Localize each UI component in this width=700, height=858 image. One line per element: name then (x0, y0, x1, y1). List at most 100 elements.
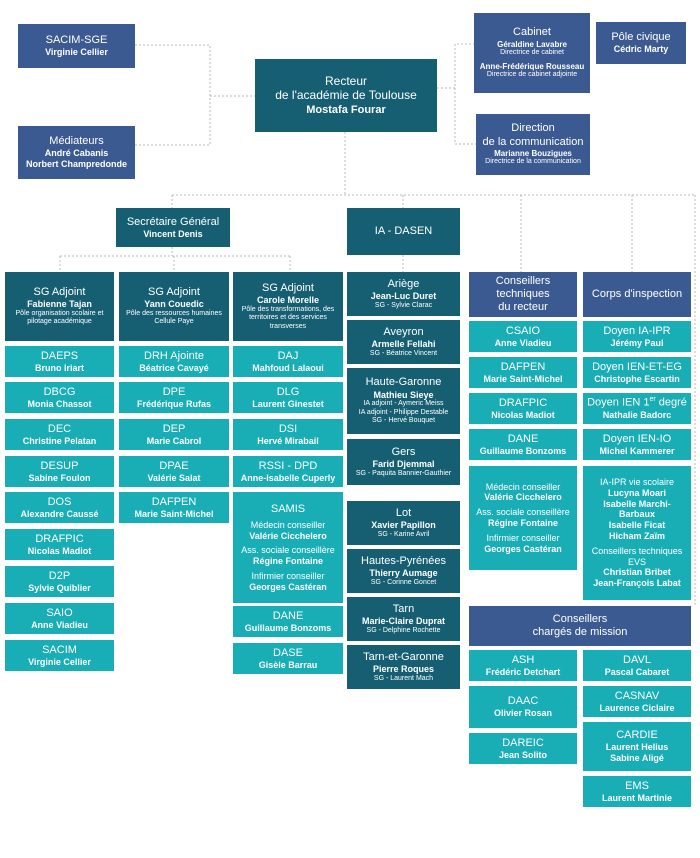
list-item-title: Doyen IA-IPR (603, 324, 671, 337)
list-item-title: DESUP (40, 459, 79, 472)
list-item: DBCG Monia Chassot (5, 382, 114, 413)
list-item-title: DOS (47, 495, 72, 508)
list-item-name: Michel Kammerer (599, 445, 675, 456)
list-item: DEC Christine Pelatan (5, 419, 114, 450)
charges-mission-box: Conseillers chargés de mission (469, 606, 691, 646)
departement-name: Pierre Roques (372, 664, 435, 674)
sacim-sge-name: Virginie Cellier (45, 47, 108, 58)
conseillers-techniques-title-3: du recteur (498, 301, 548, 314)
list-item-name: Laurence Ciclaire (599, 702, 675, 713)
departement-line: IA adjoint - Aymeric Meiss (363, 400, 444, 408)
cabinet-box: Cabinet Géraldine Lavabre Directrice de … (474, 13, 590, 93)
cabinet-role-1: Directrice de cabinet (500, 49, 564, 57)
sante-role-3: Infirmier conseiller (486, 532, 560, 543)
sacim-sge-title: SACIM-SGE (45, 34, 108, 46)
sante-box: Médecin conseiller Valérie Cicchelero As… (469, 466, 577, 570)
samis-role-2: Ass. sociale conseillère (241, 545, 335, 556)
departement-aveyron: Aveyron Armelle Fellahi SG - Béatrice Vi… (347, 320, 460, 364)
list-item-title: DAAC (507, 695, 539, 707)
ia-dasen-title: IA - DASEN (374, 224, 433, 237)
conseillers-techniques-box: Conseillers techniques du recteur (469, 272, 577, 317)
list-item-title: DRAFPIC (498, 396, 548, 409)
list-item-name: Bruno Iriart (34, 362, 84, 373)
vie-scolaire-box: IA-IPR vie scolaire Lucyna Moari Isabell… (583, 466, 691, 600)
departement-title: Hautes-Pyrénées (361, 554, 446, 567)
list-item: Doyen IEN 1er degré Nathalie Badorc (583, 393, 691, 424)
list-item: DASE Gisèle Barrau (233, 643, 343, 674)
communication-title-1: Direction (511, 122, 555, 135)
list-item-name: Christophe Escartin (594, 373, 680, 384)
list-item-title: DAJ (277, 349, 299, 362)
list-item-name: Anne Viadieu (31, 619, 88, 630)
sg-adjoint-title: SG Adjoint (148, 286, 200, 299)
list-item-title: DANE (507, 432, 539, 445)
list-item-title: SAIO (46, 606, 73, 619)
charges-mission-title-2: chargés de mission (532, 626, 628, 638)
list-item: Doyen IEN-IO Michel Kammerer (583, 429, 691, 460)
departement-line: SG - Corinne Goncet (370, 578, 437, 586)
departement-haute-garonne: Haute-Garonne Mathieu Sieye IA adjoint -… (347, 368, 460, 434)
list-item-title: DSI (278, 422, 298, 435)
title-pre: Doyen IEN 1 (587, 396, 650, 409)
list-item-name: Monia Chassot (27, 398, 92, 409)
communication-name: Marianne Bouzigues (494, 148, 572, 158)
sg-adjoint-title: SG Adjoint (262, 281, 314, 294)
list-item-title: CARDIE (616, 729, 658, 742)
list-item: DRAFPIC Nicolas Madiot (5, 529, 114, 560)
list-item: DESUP Sabine Foulon (5, 456, 114, 487)
list-item-name: Sylvie Quiblier (28, 582, 91, 593)
list-item-title: Doyen IEN 1er degré (587, 396, 687, 410)
list-item: SACIM Virginie Cellier (5, 640, 114, 671)
list-item-title: RSSI - DPD (258, 459, 318, 472)
list-item: DLG Laurent Ginestet (233, 382, 343, 413)
departement-gers: Gers Farid Djemmal SG - Paquita Bannier-… (347, 439, 460, 485)
departement-line: SG - Hervé Bouquet (371, 417, 436, 425)
mediateurs-name-1: André Cabanis (44, 148, 109, 159)
sg-adjoint-title: SG Adjoint (33, 286, 86, 299)
list-item-title: CSAIO (505, 324, 541, 337)
departement-name: Jean-Luc Duret (370, 291, 437, 301)
recteur-academie: de l'académie de Toulouse (275, 87, 417, 102)
list-item-name: Olivier Rosan (493, 708, 553, 719)
title-sup: er (649, 396, 656, 404)
list-item: Doyen IEN-ET-EG Christophe Escartin (583, 357, 691, 388)
list-item-title: DAREIC (502, 736, 544, 749)
departement-line: SG - Paquita Bannier-Gauthier (355, 469, 452, 477)
sg-adjoint-desc: Pôle des ressources humaines Cellule Pay… (126, 310, 222, 326)
mediateurs-name-2: Norbert Champredonde (25, 159, 127, 170)
list-item-name: Marie Cabrol (146, 435, 202, 446)
sg-adjoint-name: Fabienne Tajan (27, 299, 92, 310)
list-item: DAFPEN Marie Saint-Michel (469, 357, 577, 388)
samis-name-2: Régine Fontaine (252, 556, 323, 567)
list-item-name: Jean Solito (498, 749, 547, 760)
departement-lot: Lot Xavier Papillon SG - Karine Avril (347, 501, 460, 545)
list-item: DPE Frédérique Rufas (119, 382, 229, 413)
list-item: DANE Guillaume Bonzoms (233, 606, 343, 637)
list-item: DANE Guillaume Bonzoms (469, 429, 577, 460)
sg-adjoint-tajan-box: SG Adjoint Fabienne Tajan Pôle organisat… (5, 272, 114, 341)
list-item-title: DAVL (623, 653, 651, 666)
departement-name: Mathieu Sieye (373, 389, 434, 400)
departement-name: Xavier Papillon (371, 520, 436, 530)
list-item: Doyen IA-IPR Jérémy Paul (583, 321, 691, 352)
departement-title: Aveyron (383, 325, 424, 338)
evs-title-1: Conseillers techniques (591, 545, 683, 556)
secretaire-general-title: Secrétaire Général (126, 215, 220, 228)
secretaire-general-name: Vincent Denis (143, 228, 203, 239)
title-post: degré (655, 396, 687, 409)
cabinet-role-2: Directrice de cabinet adjointe (486, 71, 578, 79)
list-item: DOS Alexandre Caussé (5, 492, 114, 523)
evs-title-2: EVS (627, 556, 646, 567)
departement-name: Farid Djemmal (372, 459, 435, 469)
list-item: DAEPS Bruno Iriart (5, 346, 114, 377)
departement-line: SG - Béatrice Vincent (369, 349, 438, 357)
conseillers-techniques-title-1: Conseillers (495, 274, 551, 287)
corps-inspection-box: Corps d'inspection (583, 272, 691, 317)
list-item-title: DBCG (43, 385, 76, 398)
sg-adjoint-desc: Pôle organisation scolaire et pilotage a… (15, 310, 104, 326)
list-item-title: DAFPEN (151, 495, 197, 508)
sante-role-1: Médecin conseiller (485, 481, 561, 492)
departement-hautes-pyrenees: Hautes-Pyrénées Thierry Aumage SG - Cori… (347, 549, 460, 593)
vie-scolaire-title: IA-IPR vie scolaire (599, 477, 675, 488)
sg-adjoint-morelle-box: SG Adjoint Carole Morelle Pôle des trans… (233, 272, 343, 341)
